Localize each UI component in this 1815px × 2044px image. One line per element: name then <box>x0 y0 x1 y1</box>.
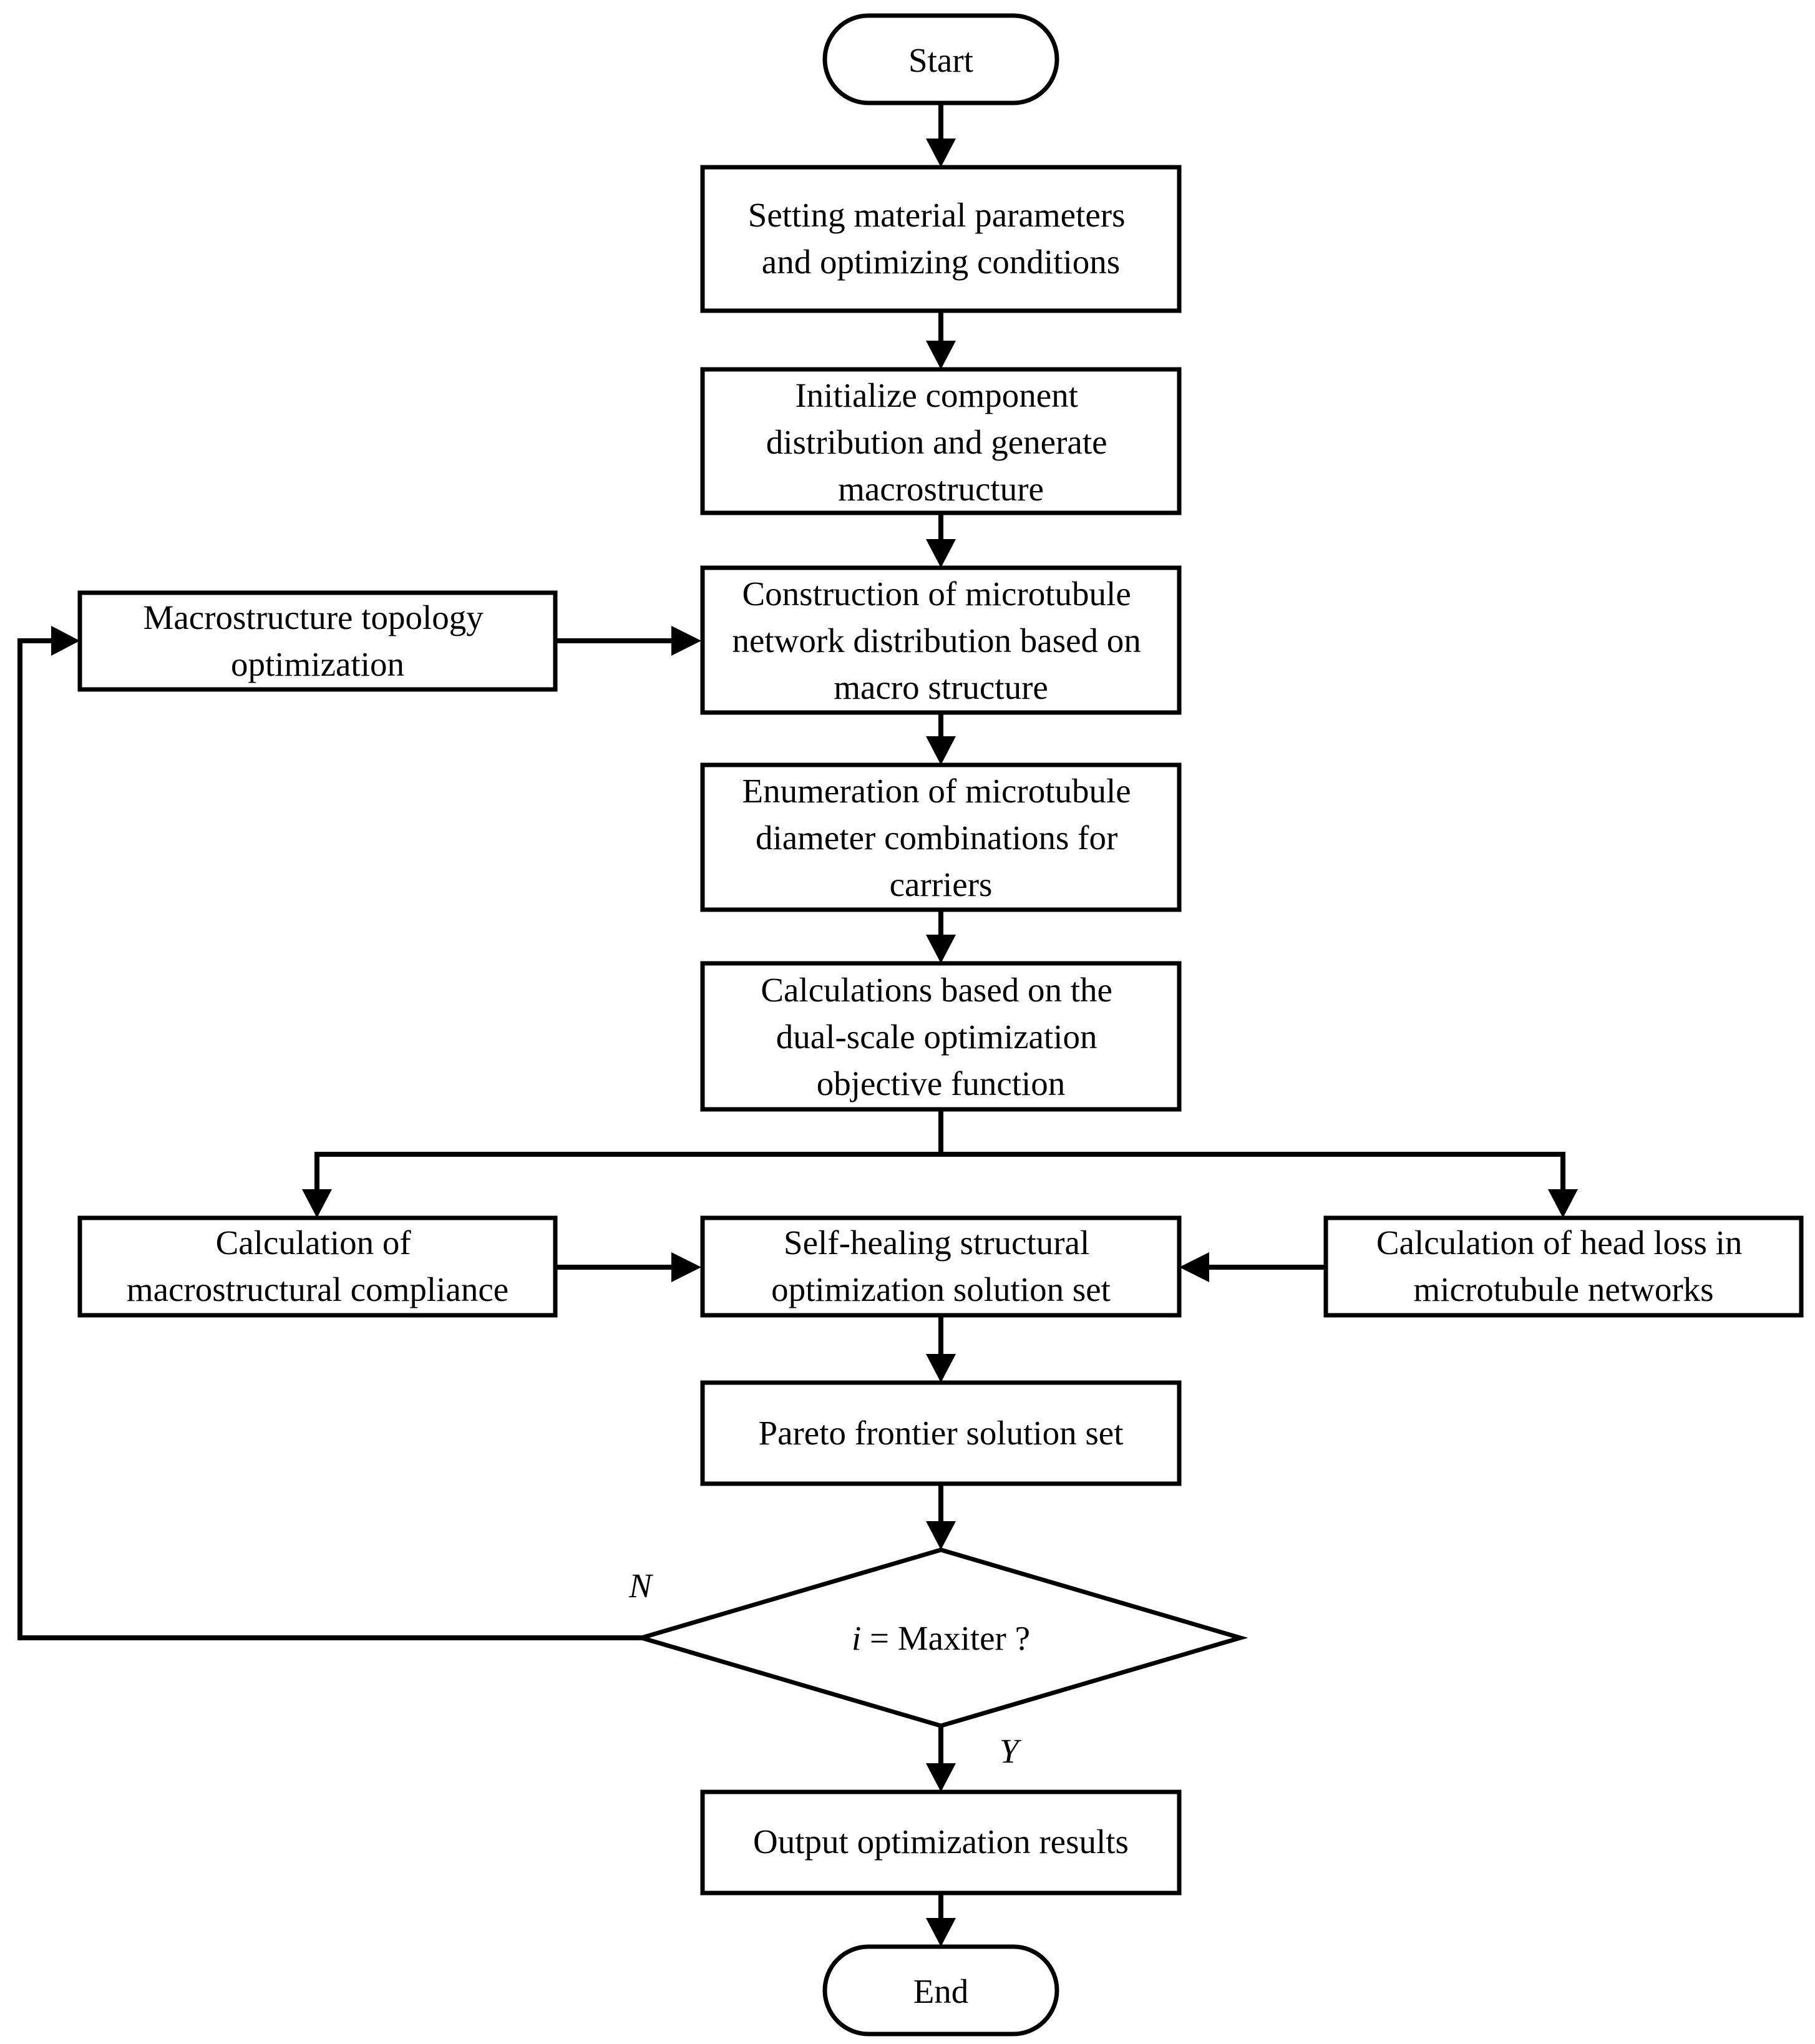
compliance-line-1: Calculation of <box>216 1224 412 1262</box>
initialize-node: Initialize component distribution and ge… <box>700 367 1182 515</box>
setting-parameters-node: Setting material parameters and optimizi… <box>700 165 1182 313</box>
end-node: End <box>822 1944 1059 2037</box>
enumeration-node: Enumeration of microtubule diameter comb… <box>700 762 1182 912</box>
construction-line-3: macro structure <box>834 668 1048 706</box>
start-node: Start <box>822 13 1059 105</box>
construction-line-2: network distribution based on <box>732 621 1141 659</box>
self-healing-line-2: optimization solution set <box>771 1270 1111 1308</box>
decision-node: i = Maxiter ? <box>633 1547 1248 1728</box>
topology-line-1: Macrostructure topology <box>143 598 484 636</box>
calculations-node: Calculations based on the dual-scale opt… <box>700 961 1182 1112</box>
svg-text:Construction of microtubule: Construction of microtubule network dist… <box>732 575 1149 706</box>
head-loss-line-1: Calculation of head loss in <box>1376 1224 1743 1262</box>
self-healing-line-1: Self-healing structural <box>784 1224 1089 1262</box>
topology-line-2: optimization <box>231 645 404 683</box>
compliance-node: Calculation of macrostructural complianc… <box>77 1215 558 1318</box>
svg-text:Pareto frontier solution set: Pareto frontier solution set <box>758 1414 1123 1452</box>
branch-yes-label: Y <box>1000 1732 1022 1770</box>
calculations-line-1: Calculations based on the <box>761 971 1112 1009</box>
construction-line-1: Construction of microtubule <box>742 575 1131 613</box>
svg-text:Initialize component dis: Initialize component distribution and ge… <box>766 376 1116 508</box>
enumeration-line-3: carriers <box>890 865 993 903</box>
svg-text:Calculation of head loss in: Calculation of head loss in microtubule … <box>1376 1224 1751 1308</box>
initialize-line-2: distribution and generate <box>766 423 1107 461</box>
svg-text:Self-healing structural: Self-healing structural optimization sol… <box>771 1224 1111 1308</box>
svg-text:Setting material parameters: Setting material parameters and optimizi… <box>748 196 1134 281</box>
head-loss-node: Calculation of head loss in microtubule … <box>1323 1215 1804 1318</box>
pareto-label: Pareto frontier solution set <box>758 1414 1123 1452</box>
pareto-node: Pareto frontier solution set <box>700 1380 1182 1486</box>
calculations-line-3: objective function <box>817 1064 1066 1102</box>
svg-text:Enumeration of microtubule: Enumeration of microtubule diameter comb… <box>742 772 1140 903</box>
setting-line-1: Setting material parameters <box>748 196 1126 234</box>
svg-text:Output optimization results: Output optimization results <box>753 1823 1129 1861</box>
svg-text:i = Maxiter ?: i = Maxiter ? <box>852 1619 1030 1657</box>
enumeration-line-2: diameter combinations for <box>756 819 1117 857</box>
decision-variable: i <box>852 1619 861 1657</box>
svg-text:Start: Start <box>908 41 973 79</box>
decision-condition: = Maxiter ? <box>861 1619 1030 1657</box>
connectors <box>17 103 1578 1947</box>
svg-text:Calculations based on the: Calculations based on the dual-scale opt… <box>761 971 1121 1102</box>
output-node: Output optimization results <box>700 1789 1182 1896</box>
branch-no-label: N <box>628 1567 654 1605</box>
svg-text:End: End <box>913 1972 969 2010</box>
compliance-line-2: macrostructural compliance <box>127 1270 508 1308</box>
svg-text:Macrostructure topology: Macrostructure topology optimization <box>143 598 492 683</box>
construction-node: Construction of microtubule network dist… <box>700 565 1182 715</box>
output-label: Output optimization results <box>753 1823 1129 1861</box>
head-loss-line-2: microtubule networks <box>1413 1270 1713 1308</box>
self-healing-node: Self-healing structural optimization sol… <box>700 1215 1182 1318</box>
topology-optimization-node: Macrostructure topology optimization <box>77 590 558 692</box>
initialize-line-3: macrostructure <box>838 470 1044 508</box>
initialize-line-1: Initialize component <box>795 376 1078 414</box>
start-label: Start <box>908 41 973 79</box>
setting-line-2: and optimizing conditions <box>762 243 1120 281</box>
calculations-line-2: dual-scale optimization <box>776 1018 1097 1056</box>
end-label: End <box>913 1972 969 2010</box>
enumeration-line-1: Enumeration of microtubule <box>742 772 1131 810</box>
svg-text:Calculation of macrostru: Calculation of macrostructural complianc… <box>127 1224 508 1308</box>
